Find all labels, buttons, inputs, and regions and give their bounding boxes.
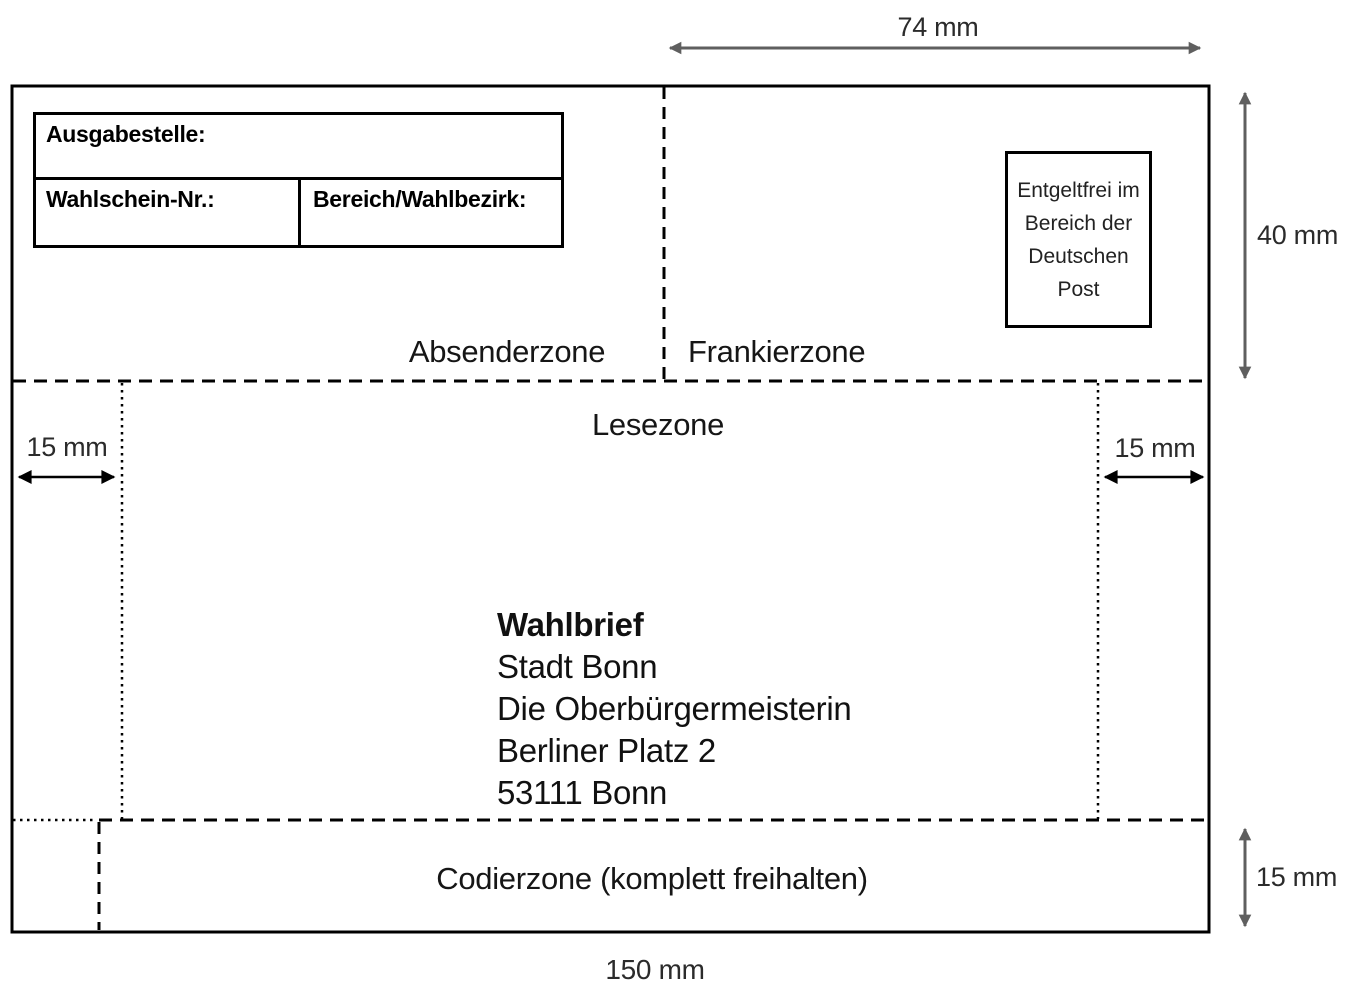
postage-free-line: Entgeltfrei im	[1017, 178, 1140, 202]
zone-label-coding: Codierzone (komplett freihalten)	[436, 861, 868, 896]
zone-label-reading: Lesezone	[591, 407, 725, 442]
district-label: Bereich/Wahlbezirk:	[313, 186, 527, 212]
postage-free-line: Post	[1057, 277, 1100, 301]
district-cell: Bereich/Wahlbezirk:	[301, 180, 561, 245]
address-block: Wahlbrief Stadt Bonn Die Oberbürgermeist…	[497, 604, 852, 814]
address-line: Berliner Platz 2	[497, 732, 716, 769]
issuing-office-cell: Ausgabestelle:	[36, 115, 561, 180]
ballot-number-label: Wahlschein-Nr.:	[46, 186, 215, 212]
dim-label-150mm: 150 mm	[605, 954, 705, 985]
sender-form-box: Ausgabestelle: Wahlschein-Nr.: Bereich/W…	[33, 112, 564, 248]
zone-label-sender: Absenderzone	[408, 334, 606, 369]
address-line: 53111 Bonn	[497, 774, 668, 811]
address-line: Die Oberbürgermeisterin	[497, 690, 852, 727]
postage-free-line: Bereich der	[1024, 211, 1133, 235]
dim-label-74mm: 74 mm	[897, 12, 979, 42]
postage-free-line: Deutschen	[1028, 244, 1129, 268]
address-line: Wahlbrief	[497, 606, 644, 643]
issuing-office-label: Ausgabestelle:	[46, 121, 206, 147]
dim-label-40mm: 40 mm	[1257, 220, 1339, 250]
envelope-outline	[10, 84, 1211, 934]
dim-label-15mm-right: 15 mm	[1114, 433, 1196, 463]
sender-form-bottom-row: Wahlschein-Nr.: Bereich/Wahlbezirk:	[36, 180, 561, 245]
address-line: Stadt Bonn	[497, 648, 658, 685]
dim-label-15mm-coding: 15 mm	[1256, 862, 1338, 892]
zone-label-franking: Frankierzone	[688, 334, 866, 369]
postage-free-box: Entgeltfrei im Bereich der Deutschen Pos…	[1005, 151, 1152, 328]
ballot-number-cell: Wahlschein-Nr.:	[36, 180, 301, 245]
dim-label-15mm-left: 15 mm	[26, 432, 108, 462]
